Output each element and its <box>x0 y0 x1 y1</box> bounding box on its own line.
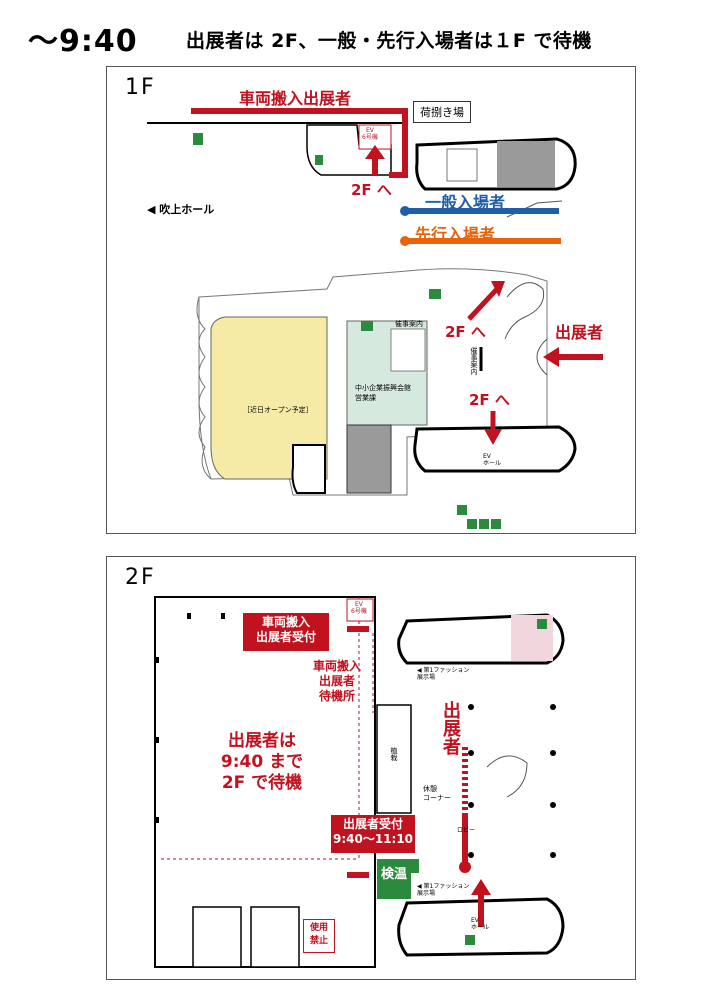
emergency-exit-icon <box>361 321 373 331</box>
restroom-icon <box>491 519 501 529</box>
vehicle-exhibitors-label: 車両搬入出展者 <box>239 89 352 108</box>
stair-arrowhead <box>491 281 505 297</box>
emergency-exit-icon <box>193 133 203 145</box>
to-2f-label-a: 2F へ <box>351 181 392 199</box>
restroom-icon <box>465 935 475 945</box>
coming-soon-label: ［近日オープン予定］ <box>243 406 313 414</box>
restroom-icon <box>537 619 547 629</box>
stair-tower-west <box>291 444 326 494</box>
floor-2-map: 2F EV 6号機 車両搬入 出展者受付 車両搬入 出展者 待機所 ◀ 第1ファ… <box>106 556 636 980</box>
entrance-arc <box>536 338 548 376</box>
main-hall-outline <box>154 596 376 968</box>
to-2f-label-b: 2F へ <box>445 323 486 341</box>
aed-icon <box>457 505 467 515</box>
elevator-6-box <box>346 598 374 622</box>
exhibitor-reception-box: 出展者受付 9:40〜11:10 <box>331 815 415 853</box>
room-block <box>250 906 300 968</box>
gray-core <box>497 141 555 187</box>
floor-2-plan <box>154 596 565 968</box>
stairs <box>446 148 478 182</box>
event-info-label-b: 催事案内 <box>470 347 478 375</box>
time-title: ～9:40 <box>28 24 138 59</box>
general-entrants-dot <box>400 206 410 216</box>
lobby-label: ロビー <box>457 827 476 834</box>
plants-box <box>376 704 412 814</box>
accessibility-icon <box>467 519 477 529</box>
event-info-desk <box>390 328 426 372</box>
gray-core-south <box>346 424 392 494</box>
stair-tower-south <box>413 425 577 473</box>
exhibitors-vertical-label: 出展者 <box>440 701 461 755</box>
plants-label: 植栽 <box>390 747 398 761</box>
vehicle-reception-box: 車両搬入 出展者受付 <box>243 613 329 651</box>
floor-1-label: 1F <box>125 75 156 100</box>
floor-2-label: 2F <box>125 565 156 590</box>
sme-office-label: 中小企業振興会館 <box>355 384 411 392</box>
header-notice: 出展者は 2F、一般・先行入場者は１F で待機 <box>186 30 592 52</box>
emergency-exit-icon <box>411 859 419 873</box>
fashion-area-label-b: ◀ 第1ファッション 展示場 <box>417 883 470 897</box>
ev-hall-label: EV ホール <box>471 917 490 931</box>
route-arrowhead <box>365 145 385 159</box>
ev-6-badge: EV 6号機 <box>351 601 367 615</box>
advance-entrants-label: 先行入場者 <box>415 225 496 244</box>
fashion-area-label-a: ◀ 第1ファッション 展示場 <box>417 667 470 681</box>
wait-notice: 出展者は 9:40 まで 2F で待機 <box>220 731 304 793</box>
ev-6-badge: EV 6号機 <box>362 127 378 141</box>
hall-columns <box>155 613 225 823</box>
atrium-columns <box>468 704 556 858</box>
floor-1-map: 1F 車両搬入出展者 荷捌き場 EV 6号機 2F へ ◀ 吹上ホール 一般入場… <box>106 66 636 534</box>
no-use-label: 使用 禁止 <box>303 919 335 953</box>
advance-entrants-dot <box>400 236 410 246</box>
atrium-hall-label: ◀ 吹上ホール <box>147 203 215 216</box>
floor-1-plan <box>147 108 603 529</box>
up-arrowhead <box>471 879 491 895</box>
loading-area-label: 荷捌き場 <box>413 101 471 123</box>
rest-corner-label: 休憩 コーナー <box>423 785 451 802</box>
restroom-icon <box>479 519 489 529</box>
escalator <box>486 755 528 798</box>
room-block <box>192 906 242 968</box>
arch-wall <box>196 296 212 480</box>
exhibitor-arrowhead <box>543 347 559 367</box>
event-info-label-a: 催事案内 <box>395 320 423 328</box>
temp-check-booth <box>377 859 411 899</box>
route-dot <box>459 861 471 873</box>
restaurant-area <box>210 316 328 480</box>
temperature-check-label: 検温 <box>381 867 408 882</box>
stair-arrow-line <box>467 287 499 321</box>
sales-section-label: 営業課 <box>355 394 376 402</box>
exit-sign-icon <box>315 155 323 165</box>
header: ～9:40 出展者は 2F、一般・先行入場者は１F で待機 <box>0 0 707 60</box>
vehicle-route-line <box>191 108 408 178</box>
to-2f-label-c: 2F へ <box>469 391 510 409</box>
vehicle-waiting-label: 車両搬入 出展者 待機所 <box>313 659 362 703</box>
spiral-stair <box>504 282 545 340</box>
general-entrants-label: 一般入場者 <box>425 193 506 212</box>
down-arrowhead <box>484 429 502 445</box>
ev-hall-label: EV ホール <box>483 453 502 467</box>
emergency-exit-icon <box>429 289 441 299</box>
exhibitors-label: 出展者 <box>555 323 604 342</box>
